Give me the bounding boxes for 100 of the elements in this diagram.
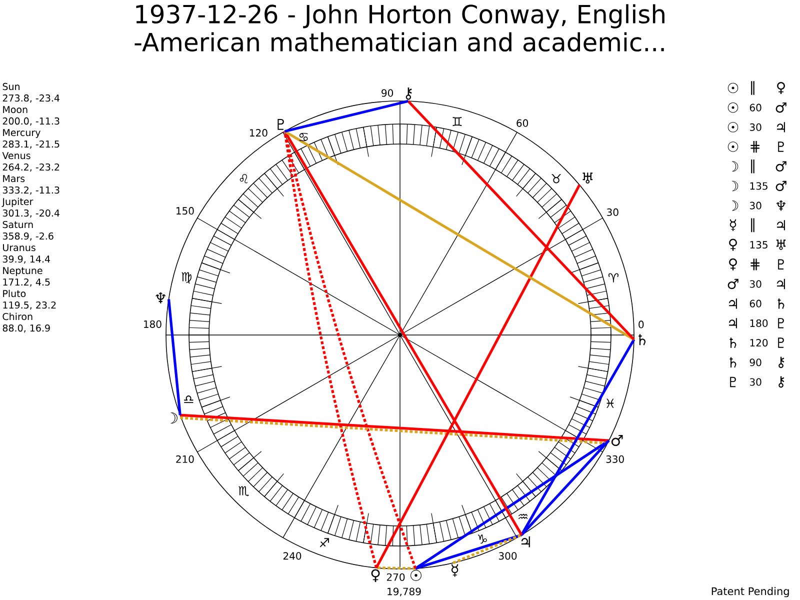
planet-symbol: ♂	[776, 161, 786, 172]
planet-name: Pluto	[3, 290, 26, 298]
planet-symbol: ♆	[776, 200, 786, 211]
planet-symbol: ☽	[732, 200, 738, 211]
footer-text: Patent Pending	[712, 587, 789, 598]
degree-label: 330	[606, 455, 624, 463]
planet-symbol: ♇	[778, 318, 784, 328]
zodiac-sign: ♍	[182, 272, 192, 284]
aspect-label: 60	[750, 300, 762, 308]
aspect-line	[284, 130, 635, 341]
zodiac-sign: ♈	[608, 273, 618, 282]
position-text: 333.2, -11.3	[2, 186, 60, 195]
planet-symbol: ♀	[729, 258, 737, 270]
aspect-label: 180	[750, 319, 768, 327]
planet-symbol: ♅	[776, 240, 786, 250]
planet-symbol: ♂	[776, 102, 786, 113]
aspect-line	[376, 566, 416, 570]
degree-label: 300	[498, 552, 517, 560]
aspect-label: 90	[750, 358, 762, 366]
aspect-line	[415, 534, 522, 570]
planet-symbol: ☉	[728, 82, 738, 94]
planet-name: Moon	[3, 106, 28, 114]
degree-label: 0	[638, 320, 644, 328]
planet-symbol: ♅	[582, 172, 593, 184]
degree-label: 120	[250, 129, 268, 137]
degree-label: 150	[176, 207, 194, 215]
planet-name: Saturn	[2, 220, 33, 228]
planet-symbol: ⚷	[406, 88, 412, 100]
zodiac-sign: ♋	[299, 133, 308, 142]
aspect-label: ⋕	[750, 258, 760, 270]
planet-symbol: ♂	[728, 278, 738, 290]
planet-symbol: ♀	[371, 569, 380, 582]
planet-symbol: ♇	[730, 376, 736, 388]
degree-label: 180	[144, 320, 162, 328]
position-text: 39.9, 14.4	[2, 255, 50, 264]
position-text: 358.9, -2.6	[2, 232, 54, 241]
aspect-line	[167, 299, 182, 416]
zodiac-sign: ♌	[240, 174, 248, 184]
planet-symbol: ♇	[278, 119, 284, 130]
aspect-label: 30	[750, 202, 762, 210]
planet-symbol: ♇	[778, 338, 784, 348]
planet-symbol: ♃	[729, 318, 737, 328]
position-text: 264.2, -23.2	[2, 163, 60, 172]
position-text: 200.0, -11.3	[2, 117, 60, 126]
aspect-label: 120	[750, 339, 768, 347]
degree-label: 270	[386, 573, 405, 581]
degree-label: 90	[382, 89, 394, 97]
planet-symbol: ☉	[410, 570, 422, 581]
position-text: 88.0, 16.9	[2, 324, 50, 333]
aspect-line	[452, 534, 522, 564]
planet-symbol: ♂	[611, 435, 623, 446]
planet-symbol: ♇	[778, 142, 784, 152]
aspect-label: 135	[750, 182, 768, 190]
planet-name: Neptune	[3, 267, 42, 276]
planet-symbol: ♃	[777, 122, 785, 132]
planet-symbol: ☽	[732, 161, 738, 172]
degree-label: 30	[607, 208, 618, 216]
planet-symbol: ♄	[638, 334, 646, 346]
planet-symbol: ♃	[777, 278, 785, 290]
planet-name: Mercury	[3, 129, 40, 138]
zodiac-sign: ♏	[238, 486, 249, 496]
planet-symbol: ☉	[728, 122, 738, 132]
degree-label: 240	[283, 552, 302, 560]
planet-symbol: ♇	[778, 259, 784, 270]
position-text: 171.2, 4.5	[3, 278, 50, 287]
planet-symbol: ☿	[730, 219, 736, 232]
degree-label: 210	[176, 455, 194, 463]
zodiac-sign: ♒	[518, 514, 528, 520]
planet-symbol: ♆	[156, 292, 166, 304]
position-text: 119.5, 23.2	[3, 301, 56, 310]
aspect-line	[375, 184, 581, 568]
planet-symbol: ☽	[170, 412, 178, 424]
planet-symbol: ♃	[729, 298, 737, 309]
planet-symbol: ☿	[452, 564, 458, 577]
position-text: 283.1, -21.5	[2, 140, 60, 149]
planet-symbol: ♄	[778, 298, 784, 309]
position-text: 273.8, -23.4	[2, 94, 60, 103]
planet-symbol: ⚷	[778, 356, 784, 368]
aspect-label: 30	[750, 280, 762, 288]
aspect-line	[520, 440, 610, 536]
zodiac-sign: ♑	[478, 534, 487, 544]
aspect-label: ⋕	[750, 141, 760, 153]
degree-label: 60	[516, 119, 528, 127]
zodiac-sign: ♉	[552, 174, 561, 184]
aspect-label: ∥	[751, 218, 754, 232]
planet-symbol: ♄	[730, 357, 736, 368]
planet-symbol: ☽	[732, 180, 738, 192]
aspect-line	[284, 130, 523, 536]
zodiac-sign: ♎	[184, 396, 194, 404]
planet-symbol: ♂	[776, 180, 786, 192]
planet-name: Chiron	[2, 312, 32, 320]
planet-symbol: ☉	[728, 142, 738, 152]
aspect-line	[407, 100, 635, 340]
aspect-label: ∥	[751, 160, 754, 174]
planet-symbol: ⚷	[778, 376, 784, 388]
aspect-label: 30	[750, 378, 762, 386]
number-label: 19,789	[388, 588, 421, 596]
planet-name: Jupiter	[2, 198, 34, 207]
aspect-label: 30	[750, 123, 762, 131]
zodiac-sign: ♊	[452, 116, 462, 126]
